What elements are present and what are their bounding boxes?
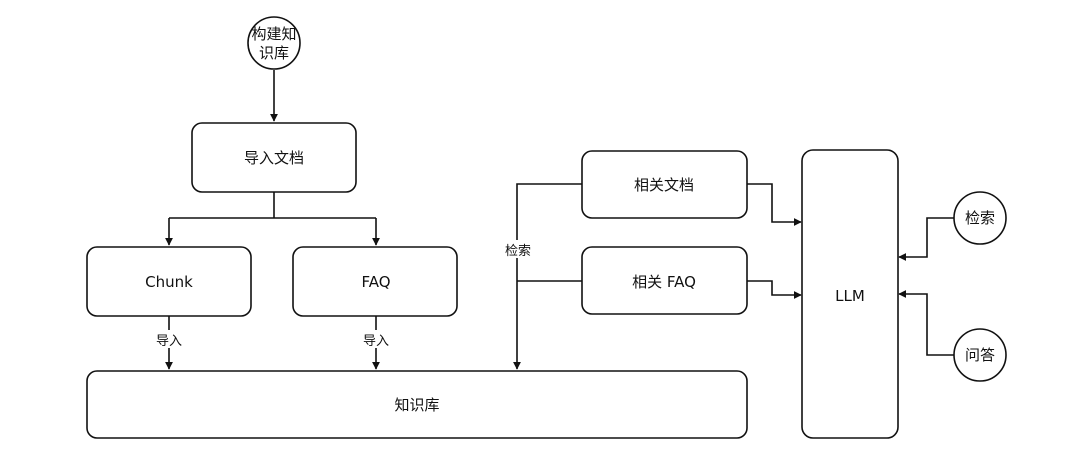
node-faq: FAQ [292,246,458,317]
edge-related-docs-left [513,183,582,370]
edge-label-chunk-import: 导入 [156,334,182,349]
node-chunk: Chunk [86,246,252,317]
edge-related-faq-to-llm [747,280,802,299]
node-retrieve: 检索 [953,191,1007,245]
node-build-kb: 构建知 识库 [247,16,301,70]
edge-retrieve-to-llm [898,217,954,261]
edge-label-retrieve-group: 检索 [501,240,535,259]
edge-related-docs-to-llm [747,183,802,226]
node-question-label: 问答 [965,346,995,364]
node-related-faq-label: 相关 FAQ [632,273,696,291]
node-build-kb-line2: 识库 [259,44,289,62]
edge-label-retrieve: 检索 [505,244,531,259]
node-knowledge-base: 知识库 [86,370,748,439]
node-question: 问答 [953,328,1007,382]
node-llm-label: LLM [835,287,865,305]
node-build-kb-line1: 构建知 [251,25,296,43]
node-import-docs: 导入文档 [191,122,357,193]
node-import-docs-label: 导入文档 [244,149,304,167]
node-related-docs-label: 相关文档 [634,176,694,194]
node-chunk-label: Chunk [145,273,193,291]
edge-label-faq-import-group: 导入 [360,330,392,349]
node-related-docs: 相关文档 [581,150,748,219]
edge-label-chunk-import-group: 导入 [153,330,185,349]
edge-question-to-llm [898,290,954,356]
node-knowledge-base-label: 知识库 [394,396,439,414]
node-related-faq: 相关 FAQ [581,246,748,315]
edge-label-faq-import: 导入 [363,334,389,349]
node-faq-label: FAQ [361,273,390,291]
node-retrieve-label: 检索 [965,209,995,227]
node-llm: LLM [801,149,899,439]
